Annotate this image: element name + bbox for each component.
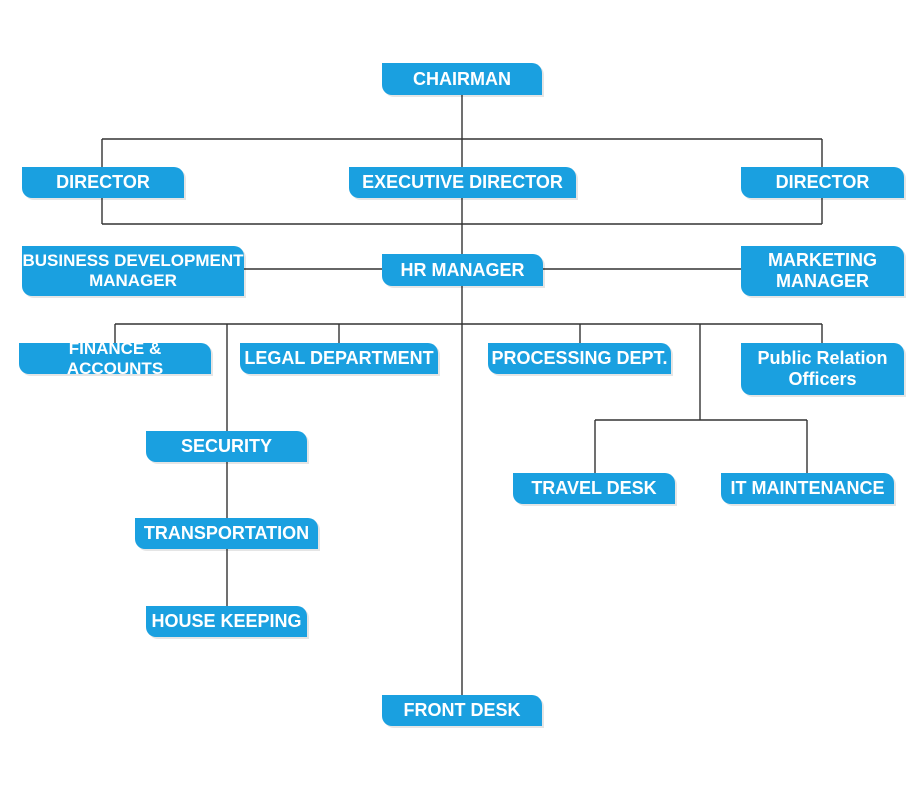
travel-desk-label: TRAVEL DESK [531, 478, 657, 499]
security-label: SECURITY [180, 436, 272, 457]
marketing-manager-label: MARKETING MANAGER [768, 250, 877, 291]
front-desk-box: FRONT DESK [382, 695, 542, 726]
director-left-box: DIRECTOR [22, 167, 184, 198]
public-relation-officers-label: Public Relation Officers [757, 348, 888, 389]
processing-dept-label: PROCESSING DEPT. [491, 348, 668, 369]
executive-director-label: EXECUTIVE DIRECTOR [362, 172, 563, 193]
finance-accounts-box: FINANCE & ACCOUNTS [19, 339, 211, 378]
it-maintenance-label: IT MAINTENANCE [730, 478, 885, 499]
director-left-label: DIRECTOR [56, 172, 150, 193]
finance-accounts-label: FINANCE & ACCOUNTS [66, 338, 164, 378]
transportation-box: TRANSPORTATION [135, 518, 318, 549]
executive-director-box: EXECUTIVE DIRECTOR [349, 167, 576, 198]
hr-manager-label: HR MANAGER [400, 259, 525, 280]
travel-desk-box: TRAVEL DESK [513, 473, 675, 504]
marketing-manager-box: MARKETING MANAGER [741, 246, 904, 296]
house-keeping-label: HOUSE KEEPING [151, 611, 302, 632]
security-box: SECURITY [146, 431, 307, 462]
it-maintenance-box: IT MAINTENANCE [721, 473, 894, 504]
hr-manager-box: HR MANAGER [382, 254, 543, 286]
legal-department-label: LEGAL DEPARTMENT [244, 348, 434, 369]
front-desk-label: FRONT DESK [403, 700, 521, 721]
transportation-label: TRANSPORTATION [143, 523, 310, 544]
house-keeping-box: HOUSE KEEPING [146, 606, 307, 637]
director-right-label: DIRECTOR [775, 172, 870, 193]
processing-dept-box: PROCESSING DEPT. [488, 343, 671, 374]
business-development-manager-label: BUSINESS DEVELOPMENT MANAGER [22, 251, 244, 290]
director-right-box: DIRECTOR [741, 167, 904, 198]
chairman-box: CHAIRMAN [382, 63, 542, 95]
public-relation-officers-box: Public Relation Officers [741, 343, 904, 395]
business-development-manager-box: BUSINESS DEVELOPMENT MANAGER [22, 246, 244, 296]
chairman-label: CHAIRMAN [413, 68, 511, 89]
legal-department-box: LEGAL DEPARTMENT [240, 343, 438, 374]
